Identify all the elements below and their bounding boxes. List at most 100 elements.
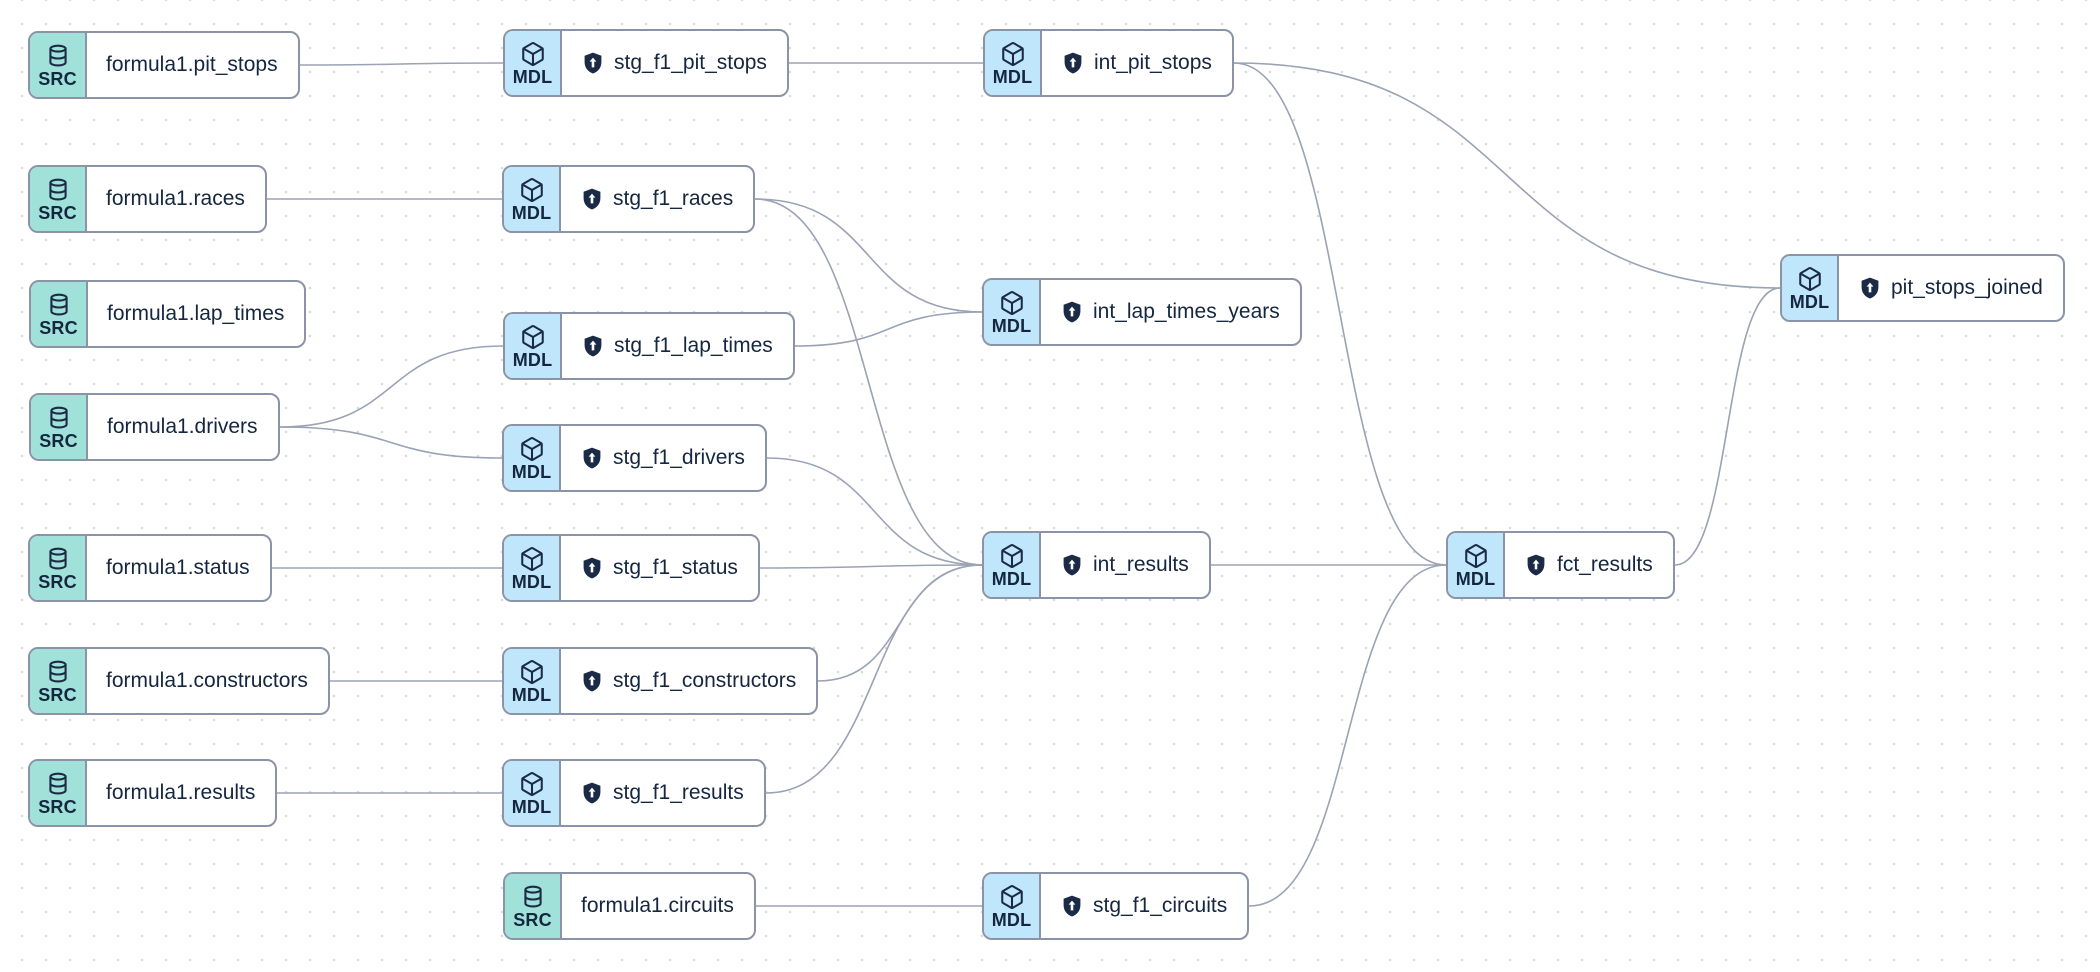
- node-body: formula1.races: [87, 167, 265, 231]
- model-badge: MDL: [1448, 533, 1505, 597]
- edge-src_drivers-to-stg_f1_lap_times: [279, 345, 504, 428]
- source-badge: SRC: [30, 649, 87, 713]
- node-label: stg_f1_circuits: [1093, 894, 1228, 917]
- edge-stg_f1_races-to-int_results: [754, 198, 983, 566]
- node-src_pit_stops[interactable]: SRC formula1.pit_stops: [28, 31, 300, 99]
- node-label: formula1.results: [106, 781, 256, 804]
- cube-icon: [519, 177, 545, 203]
- node-label: pit_stops_joined: [1891, 276, 2043, 299]
- cube-icon: [1463, 543, 1489, 569]
- shield-icon: [581, 51, 605, 75]
- model-badge: MDL: [984, 874, 1041, 938]
- node-body: stg_f1_drivers: [561, 426, 765, 490]
- edge-src_drivers-to-stg_f1_drivers: [279, 426, 503, 459]
- edge-stg_f1_races-to-int_lap_times_years: [754, 198, 983, 313]
- node-fct_results[interactable]: MDL fct_results: [1446, 531, 1675, 599]
- node-label: stg_f1_results: [613, 781, 744, 804]
- node-body: stg_f1_results: [561, 761, 764, 825]
- node-body: formula1.drivers: [88, 395, 278, 459]
- node-label: stg_f1_races: [613, 187, 734, 210]
- badge-label: SRC: [39, 317, 78, 338]
- source-badge: SRC: [30, 536, 87, 600]
- shield-icon: [1061, 51, 1085, 75]
- model-badge: MDL: [984, 280, 1041, 344]
- node-src_lap_times[interactable]: SRC formula1.lap_times: [29, 280, 307, 348]
- shield-icon: [580, 446, 604, 470]
- badge-label: MDL: [991, 568, 1032, 589]
- badge-label: MDL: [992, 66, 1033, 87]
- node-label: formula1.pit_stops: [106, 53, 278, 76]
- node-int_results[interactable]: MDL int_results: [982, 531, 1211, 599]
- shield-icon: [580, 556, 604, 580]
- database-icon: [520, 884, 546, 910]
- cube-icon: [999, 884, 1025, 910]
- source-badge: SRC: [31, 395, 88, 459]
- badge-label: MDL: [991, 909, 1032, 930]
- node-int_lap_times_years[interactable]: MDL int_lap_times_years: [982, 278, 1302, 346]
- model-badge: MDL: [985, 31, 1042, 95]
- database-icon: [45, 659, 71, 685]
- node-body: formula1.status: [87, 536, 270, 600]
- badge-label: MDL: [512, 349, 553, 370]
- model-badge: MDL: [504, 426, 561, 490]
- node-body: int_lap_times_years: [1041, 280, 1300, 344]
- node-stg_f1_lap_times[interactable]: MDL stg_f1_lap_times: [503, 312, 795, 380]
- node-body: stg_f1_races: [561, 167, 753, 231]
- node-label: stg_f1_lap_times: [614, 334, 773, 357]
- database-icon: [46, 292, 72, 318]
- node-body: formula1.circuits: [562, 874, 754, 938]
- badge-label: SRC: [38, 68, 77, 89]
- shield-icon: [1060, 553, 1084, 577]
- node-label: formula1.races: [106, 187, 245, 210]
- edge-fct_results-to-pit_stops_joined: [1674, 287, 1781, 566]
- node-body: stg_f1_status: [561, 536, 758, 600]
- node-stg_f1_circuits[interactable]: MDL stg_f1_circuits: [982, 872, 1250, 940]
- badge-label: MDL: [511, 796, 552, 817]
- node-label: int_results: [1093, 553, 1189, 576]
- cube-icon: [520, 41, 546, 67]
- badge-label: MDL: [512, 66, 553, 87]
- shield-icon: [1060, 300, 1084, 324]
- node-label: fct_results: [1557, 553, 1653, 576]
- node-label: stg_f1_constructors: [613, 669, 797, 692]
- source-badge: SRC: [30, 33, 87, 97]
- database-icon: [45, 546, 71, 572]
- source-badge: SRC: [31, 282, 88, 346]
- node-stg_f1_results[interactable]: MDL stg_f1_results: [502, 759, 766, 827]
- model-badge: MDL: [505, 314, 562, 378]
- badge-label: SRC: [38, 684, 77, 705]
- node-body: stg_f1_pit_stops: [562, 31, 787, 95]
- shield-icon: [1524, 553, 1548, 577]
- node-int_pit_stops[interactable]: MDL int_pit_stops: [983, 29, 1234, 97]
- source-badge: SRC: [505, 874, 562, 938]
- cube-icon: [519, 436, 545, 462]
- node-body: stg_f1_circuits: [1041, 874, 1247, 938]
- node-stg_f1_pit_stops[interactable]: MDL stg_f1_pit_stops: [503, 29, 789, 97]
- database-icon: [45, 771, 71, 797]
- edge-int_pit_stops-to-pit_stops_joined: [1233, 62, 1781, 289]
- node-pit_stops_joined[interactable]: MDL pit_stops_joined: [1780, 254, 2065, 322]
- model-badge: MDL: [505, 31, 562, 95]
- node-label: formula1.status: [106, 556, 250, 579]
- node-body: formula1.lap_times: [88, 282, 304, 346]
- edge-stg_f1_status-to-int_results: [759, 564, 983, 569]
- badge-label: MDL: [991, 315, 1032, 336]
- node-src_constructors[interactable]: SRC formula1.constructors: [28, 647, 330, 715]
- cube-icon: [1000, 41, 1026, 67]
- node-src_status[interactable]: SRC formula1.status: [28, 534, 272, 602]
- node-body: int_pit_stops: [1042, 31, 1232, 95]
- model-badge: MDL: [504, 536, 561, 600]
- node-label: formula1.constructors: [106, 669, 308, 692]
- node-body: pit_stops_joined: [1839, 256, 2063, 320]
- badge-label: SRC: [38, 571, 77, 592]
- badge-label: MDL: [1789, 291, 1830, 312]
